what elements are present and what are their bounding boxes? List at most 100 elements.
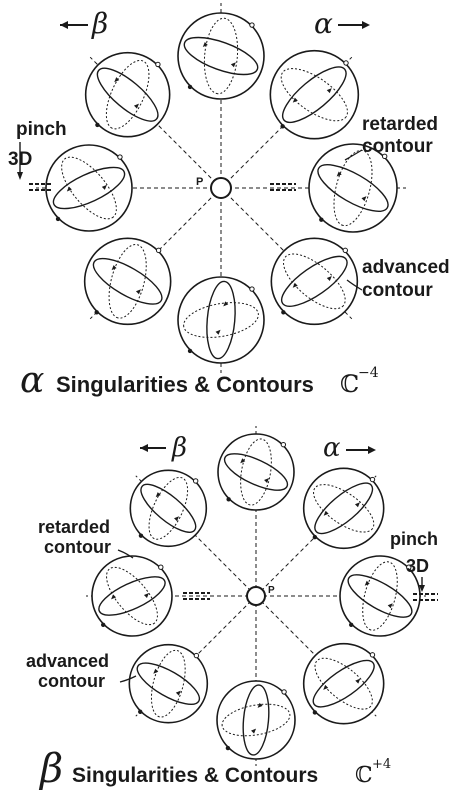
contour-arrow: [323, 510, 329, 516]
pole-marker: [192, 478, 199, 484]
dotted-contour: [203, 17, 239, 95]
pinch-3d-annotation: pinch 3D: [390, 529, 438, 601]
pinch-label: pinch: [16, 119, 67, 140]
solid-contour: [98, 576, 166, 616]
center-point-p: [246, 586, 266, 606]
panel-alpha: P β α pinch 3D retarded c: [8, 3, 450, 401]
dotted-contour: [313, 484, 375, 533]
caption-exponent: +4: [372, 757, 391, 772]
caption-greek: β: [38, 746, 63, 790]
caption-greek: α: [20, 360, 44, 401]
contour-arrow: [223, 301, 229, 307]
caption-field: ℂ: [355, 763, 373, 788]
retarded-contour-label: contour: [44, 537, 111, 557]
retarded-contour-label: contour: [362, 136, 433, 157]
pole-marker: [187, 348, 193, 354]
contour-arrow: [326, 88, 332, 94]
sphere-outline: [217, 433, 295, 511]
solid-contour: [52, 166, 126, 210]
sphere-outline: [128, 643, 209, 724]
sphere-outline: [269, 49, 360, 140]
caption-beta: β Singularities & Contours ℂ +4: [38, 746, 391, 790]
solid-contour: [92, 257, 163, 305]
alpha-label: α: [323, 433, 341, 463]
sphere-ring: [91, 433, 421, 760]
pole-marker: [319, 217, 324, 222]
contour-arrow: [101, 184, 107, 190]
solid-contour: [96, 67, 159, 122]
pole-marker: [312, 710, 318, 715]
solid-contour: [314, 482, 374, 535]
contour-arrow: [387, 603, 393, 609]
panel-beta: P β α retarded contour advanced contour: [26, 426, 438, 790]
advanced-label: advanced: [362, 257, 450, 278]
contour-arrow: [175, 690, 181, 696]
pole-marker: [193, 652, 200, 659]
pole-marker: [55, 216, 61, 222]
alpha-direction-arrow: α: [314, 7, 370, 40]
dotted-contour: [240, 438, 272, 506]
pole-marker: [225, 745, 231, 751]
contour-sphere: [128, 643, 209, 724]
pole-marker: [187, 84, 193, 90]
contour-arrow: [326, 275, 332, 281]
contour-arrow: [111, 265, 117, 271]
solid-contour: [347, 574, 413, 618]
pole-marker: [381, 153, 388, 160]
contour-arrow: [355, 678, 361, 684]
beta-label: β: [171, 433, 187, 463]
center-label: P: [268, 585, 275, 596]
pole-marker: [349, 622, 354, 627]
pole-marker: [101, 622, 106, 627]
dotted-contour: [61, 156, 117, 220]
sphere-outline: [91, 555, 173, 637]
sphere-ring: [45, 12, 398, 364]
pole-marker: [406, 564, 412, 570]
pole-marker: [158, 564, 164, 570]
contour-arrow: [336, 171, 342, 177]
contour-sphere: [308, 143, 398, 233]
solid-contour: [223, 453, 289, 491]
pole-marker: [95, 122, 100, 128]
solid-contour: [140, 483, 197, 533]
contour-sphere: [91, 555, 173, 637]
advanced-label: advanced: [26, 651, 109, 671]
pole-marker: [281, 689, 287, 695]
pole-marker: [226, 497, 231, 502]
pole-marker: [342, 247, 348, 254]
contour-sphere: [216, 680, 296, 760]
dotted-contour: [148, 476, 189, 540]
dotted-contour: [108, 244, 147, 319]
pinch-3d-label: 3D: [406, 556, 429, 576]
sphere-outline: [177, 12, 265, 100]
solid-contour: [136, 662, 201, 705]
pole-marker: [155, 61, 161, 68]
pole-marker: [343, 60, 349, 66]
contour-sphere: [83, 237, 172, 326]
sphere-outline: [308, 143, 398, 233]
solid-contour: [317, 164, 389, 212]
caption-alpha: α Singularities & Contours ℂ −4: [20, 360, 379, 401]
contour-arrow: [257, 702, 263, 708]
caption-text: Singularities & Contours: [56, 372, 314, 397]
contour-arrow: [364, 580, 370, 586]
dotted-contour: [150, 649, 186, 718]
caption-exponent: −4: [358, 365, 379, 381]
beta-direction-arrow: β: [140, 433, 187, 463]
dotted-contour: [280, 68, 348, 122]
solid-contour: [183, 36, 259, 76]
contour-arrow: [133, 103, 139, 109]
solid-contour: [206, 280, 236, 360]
contour-sphere: [217, 433, 295, 511]
sphere-outline: [216, 680, 296, 760]
contour-arrow: [292, 282, 298, 288]
dotted-contour: [314, 657, 373, 710]
solid-contour: [281, 66, 347, 124]
contour-arrow: [202, 41, 208, 47]
pole-marker: [312, 534, 318, 540]
pole-marker: [280, 124, 285, 129]
dotted-contour: [283, 253, 346, 310]
contour-sphere: [129, 469, 208, 548]
retarded-label: retarded: [38, 517, 110, 537]
